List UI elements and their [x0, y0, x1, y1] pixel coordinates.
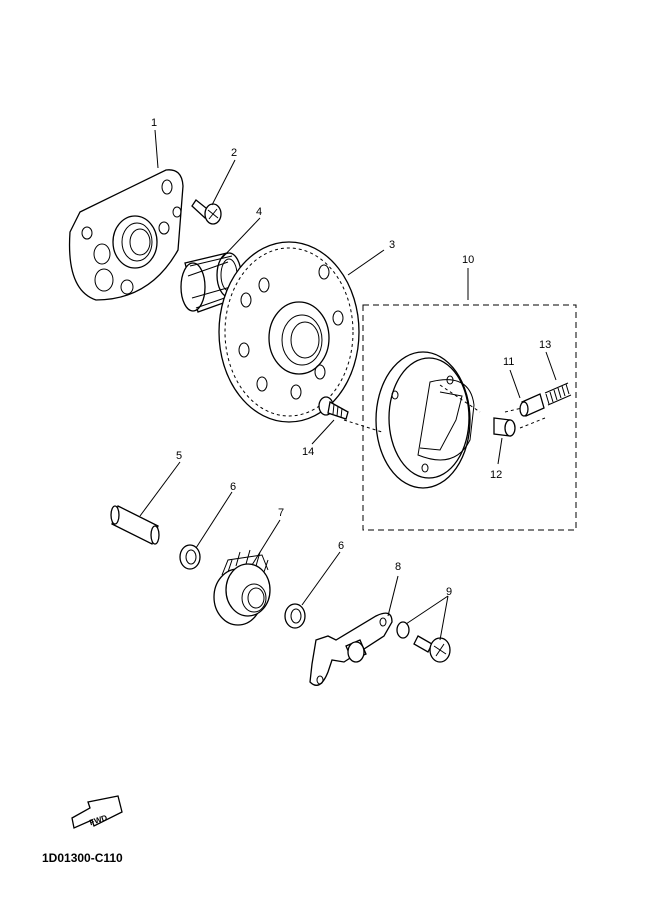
part-3-starter-gear [218, 241, 360, 423]
part-1-plate [68, 169, 184, 301]
callout-11: 11 [503, 356, 514, 368]
part-10-clutch [375, 351, 481, 489]
callout-5: 5 [176, 450, 182, 462]
callout-9: 9 [446, 586, 452, 598]
callout-13: 13 [539, 339, 551, 351]
reference-code: 1D01300-C110 [42, 851, 123, 865]
callout-14: 14 [302, 446, 314, 458]
part-10-assembly-frame [362, 304, 577, 531]
part-13-spring [544, 382, 572, 406]
part-5-shaft [110, 505, 160, 545]
callout-7: 7 [278, 507, 284, 519]
callout-6-lower: 6 [338, 540, 344, 552]
callout-6-upper: 6 [230, 481, 236, 493]
part-14-bolt [318, 396, 349, 420]
callout-3: 3 [389, 239, 395, 251]
callout-8: 8 [395, 561, 401, 573]
callout-2: 2 [231, 147, 237, 159]
callout-leaders [139, 129, 557, 641]
part-6-washer-lower [284, 603, 306, 629]
part-2-screw [191, 199, 222, 225]
part-7-idler-gear [213, 549, 271, 626]
part-11-plunger [519, 393, 545, 417]
fwd-arrow: FWD [71, 795, 123, 829]
callout-1: 1 [151, 117, 157, 129]
callout-10: 10 [462, 254, 474, 266]
part-8-bracket [309, 612, 393, 686]
part-6-washer-upper [179, 544, 201, 570]
callout-4: 4 [256, 206, 262, 218]
part-9-screw-washer [396, 621, 451, 663]
callout-12: 12 [490, 469, 502, 481]
part-12-roller [493, 417, 516, 437]
